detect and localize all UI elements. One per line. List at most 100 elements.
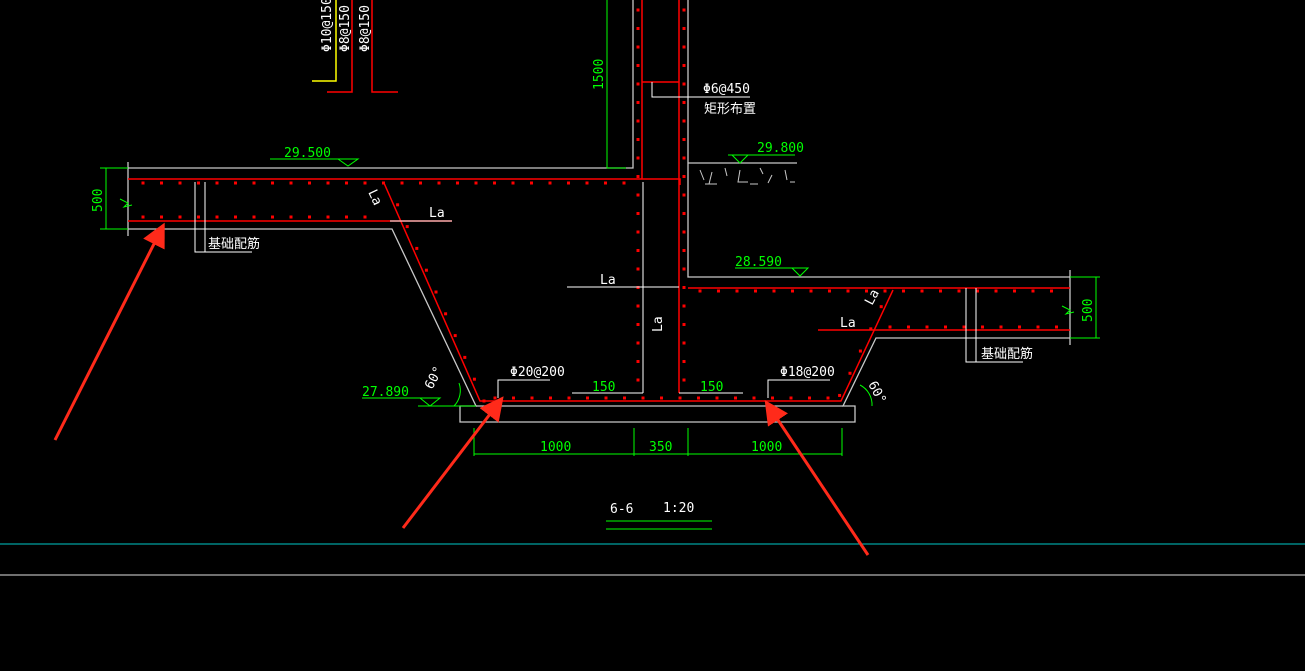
rebar-dot	[308, 181, 311, 185]
anchorage-label: La	[651, 316, 666, 332]
rebar-dot	[482, 399, 486, 403]
bottom-right-rebar-label: Φ18@200	[780, 365, 835, 380]
rebar-dot	[363, 181, 367, 185]
rebar-dot	[444, 312, 448, 316]
rebar-dot	[660, 396, 663, 400]
rebar-dot	[512, 396, 515, 400]
rebar-dot	[160, 181, 163, 185]
anchorage-label: La	[364, 187, 384, 208]
annotation-arrows	[53, 222, 870, 556]
rebar-dot	[636, 64, 640, 67]
rebar-dot	[734, 396, 737, 400]
rebar-dot	[682, 193, 686, 197]
rebar-dot	[682, 360, 686, 363]
rebar-dot	[682, 82, 686, 86]
rebar-dot	[586, 396, 589, 400]
rebar-dot	[636, 323, 640, 326]
rebar-dot	[456, 181, 459, 185]
dim-bottom-right: 1000	[751, 440, 782, 455]
rebar-dot	[585, 181, 589, 185]
rebar-dot	[865, 289, 868, 293]
rebar-dot	[944, 325, 947, 329]
rebar-dot	[682, 45, 686, 49]
rebar-dot	[682, 8, 686, 12]
rebar-dot	[1036, 325, 1040, 329]
rebar-dot	[809, 289, 813, 293]
rebar-dot	[197, 181, 200, 185]
arrow-bottom-left	[401, 396, 504, 529]
rebar-dot	[717, 289, 720, 293]
dimension-lines	[100, 0, 1100, 530]
rebar-dot	[636, 378, 640, 382]
rebar-dot	[879, 305, 883, 309]
rebar-dot	[141, 215, 145, 219]
upper-rebar-label-1: Φ10@150	[320, 0, 335, 52]
rebar-dot	[636, 360, 640, 363]
rebar-dot	[869, 327, 873, 331]
rebar-dot	[453, 334, 457, 338]
rebar-dot	[382, 181, 385, 185]
rebar-dot	[636, 27, 640, 30]
rebar-dot	[682, 378, 686, 382]
rebar-dot	[682, 27, 686, 30]
rebar-dot	[345, 215, 348, 219]
angle-label-left: 60°	[422, 364, 446, 392]
rebar-dot	[636, 138, 640, 141]
rebar-dot	[530, 181, 533, 185]
rebar-dot	[623, 396, 626, 400]
rebar-dot	[682, 64, 686, 67]
rebar-dot	[1031, 289, 1035, 293]
rebar-dot	[678, 396, 682, 400]
rebar-dot	[828, 289, 831, 293]
rebar-dot	[252, 181, 256, 185]
rebar-dot	[604, 396, 608, 400]
dim-lap-right: 150	[700, 380, 723, 395]
rebar-dot	[939, 289, 942, 293]
rebar-dot	[772, 289, 776, 293]
rebar-dot	[567, 396, 571, 400]
arrow-bottom-right	[764, 400, 870, 556]
rebar-dot	[549, 396, 552, 400]
rebar-dot	[415, 246, 419, 250]
rebar-dot	[463, 355, 467, 359]
rebar-dot	[682, 119, 686, 123]
rebar-dot	[636, 193, 640, 197]
rebar-dot	[548, 181, 552, 185]
rebar-dot	[682, 101, 686, 104]
rebar-dot	[197, 215, 200, 219]
dim-bottom-middle: 350	[649, 440, 672, 455]
rebar-dot	[962, 325, 966, 329]
rebar-dot	[682, 249, 686, 252]
wall-stirrup-note: 矩形布置	[704, 102, 756, 117]
upper-column-lines	[312, 0, 398, 93]
leader-lines	[194, 82, 1023, 398]
rebar-dot	[791, 289, 794, 293]
rebar-dot	[682, 323, 686, 326]
rebar-dot	[976, 289, 979, 293]
upper-rebar-label-2: Φ8@150	[338, 5, 353, 52]
rebar-dot	[752, 396, 756, 400]
anchorage-label: La	[429, 206, 445, 221]
anchorage-label: La	[862, 287, 883, 308]
rebar-dot	[326, 181, 330, 185]
rebar-dot	[682, 304, 686, 308]
foundation-rebar-label-right: 基础配筋	[981, 346, 1033, 362]
foundation-rebar-label-left: 基础配筋	[208, 236, 260, 252]
arrow-left-slab	[53, 222, 165, 441]
rebar-dot	[252, 215, 256, 219]
elevation-29800: 29.800	[757, 141, 804, 156]
rebar-dot	[345, 181, 348, 185]
rebar-lines	[128, 0, 1070, 402]
rebar-dot	[419, 181, 422, 185]
dim-left-slab: 500	[91, 189, 106, 212]
rebar-dot	[604, 181, 607, 185]
rebar-dot	[636, 8, 640, 12]
rebar-dot	[981, 325, 984, 329]
rebar-dots	[141, 8, 1058, 403]
rebar-dot	[907, 325, 910, 329]
rebar-dot	[994, 289, 998, 293]
rebar-dot	[289, 181, 293, 185]
elevation-29500: 29.500	[284, 146, 331, 161]
rebar-dot	[530, 396, 534, 400]
